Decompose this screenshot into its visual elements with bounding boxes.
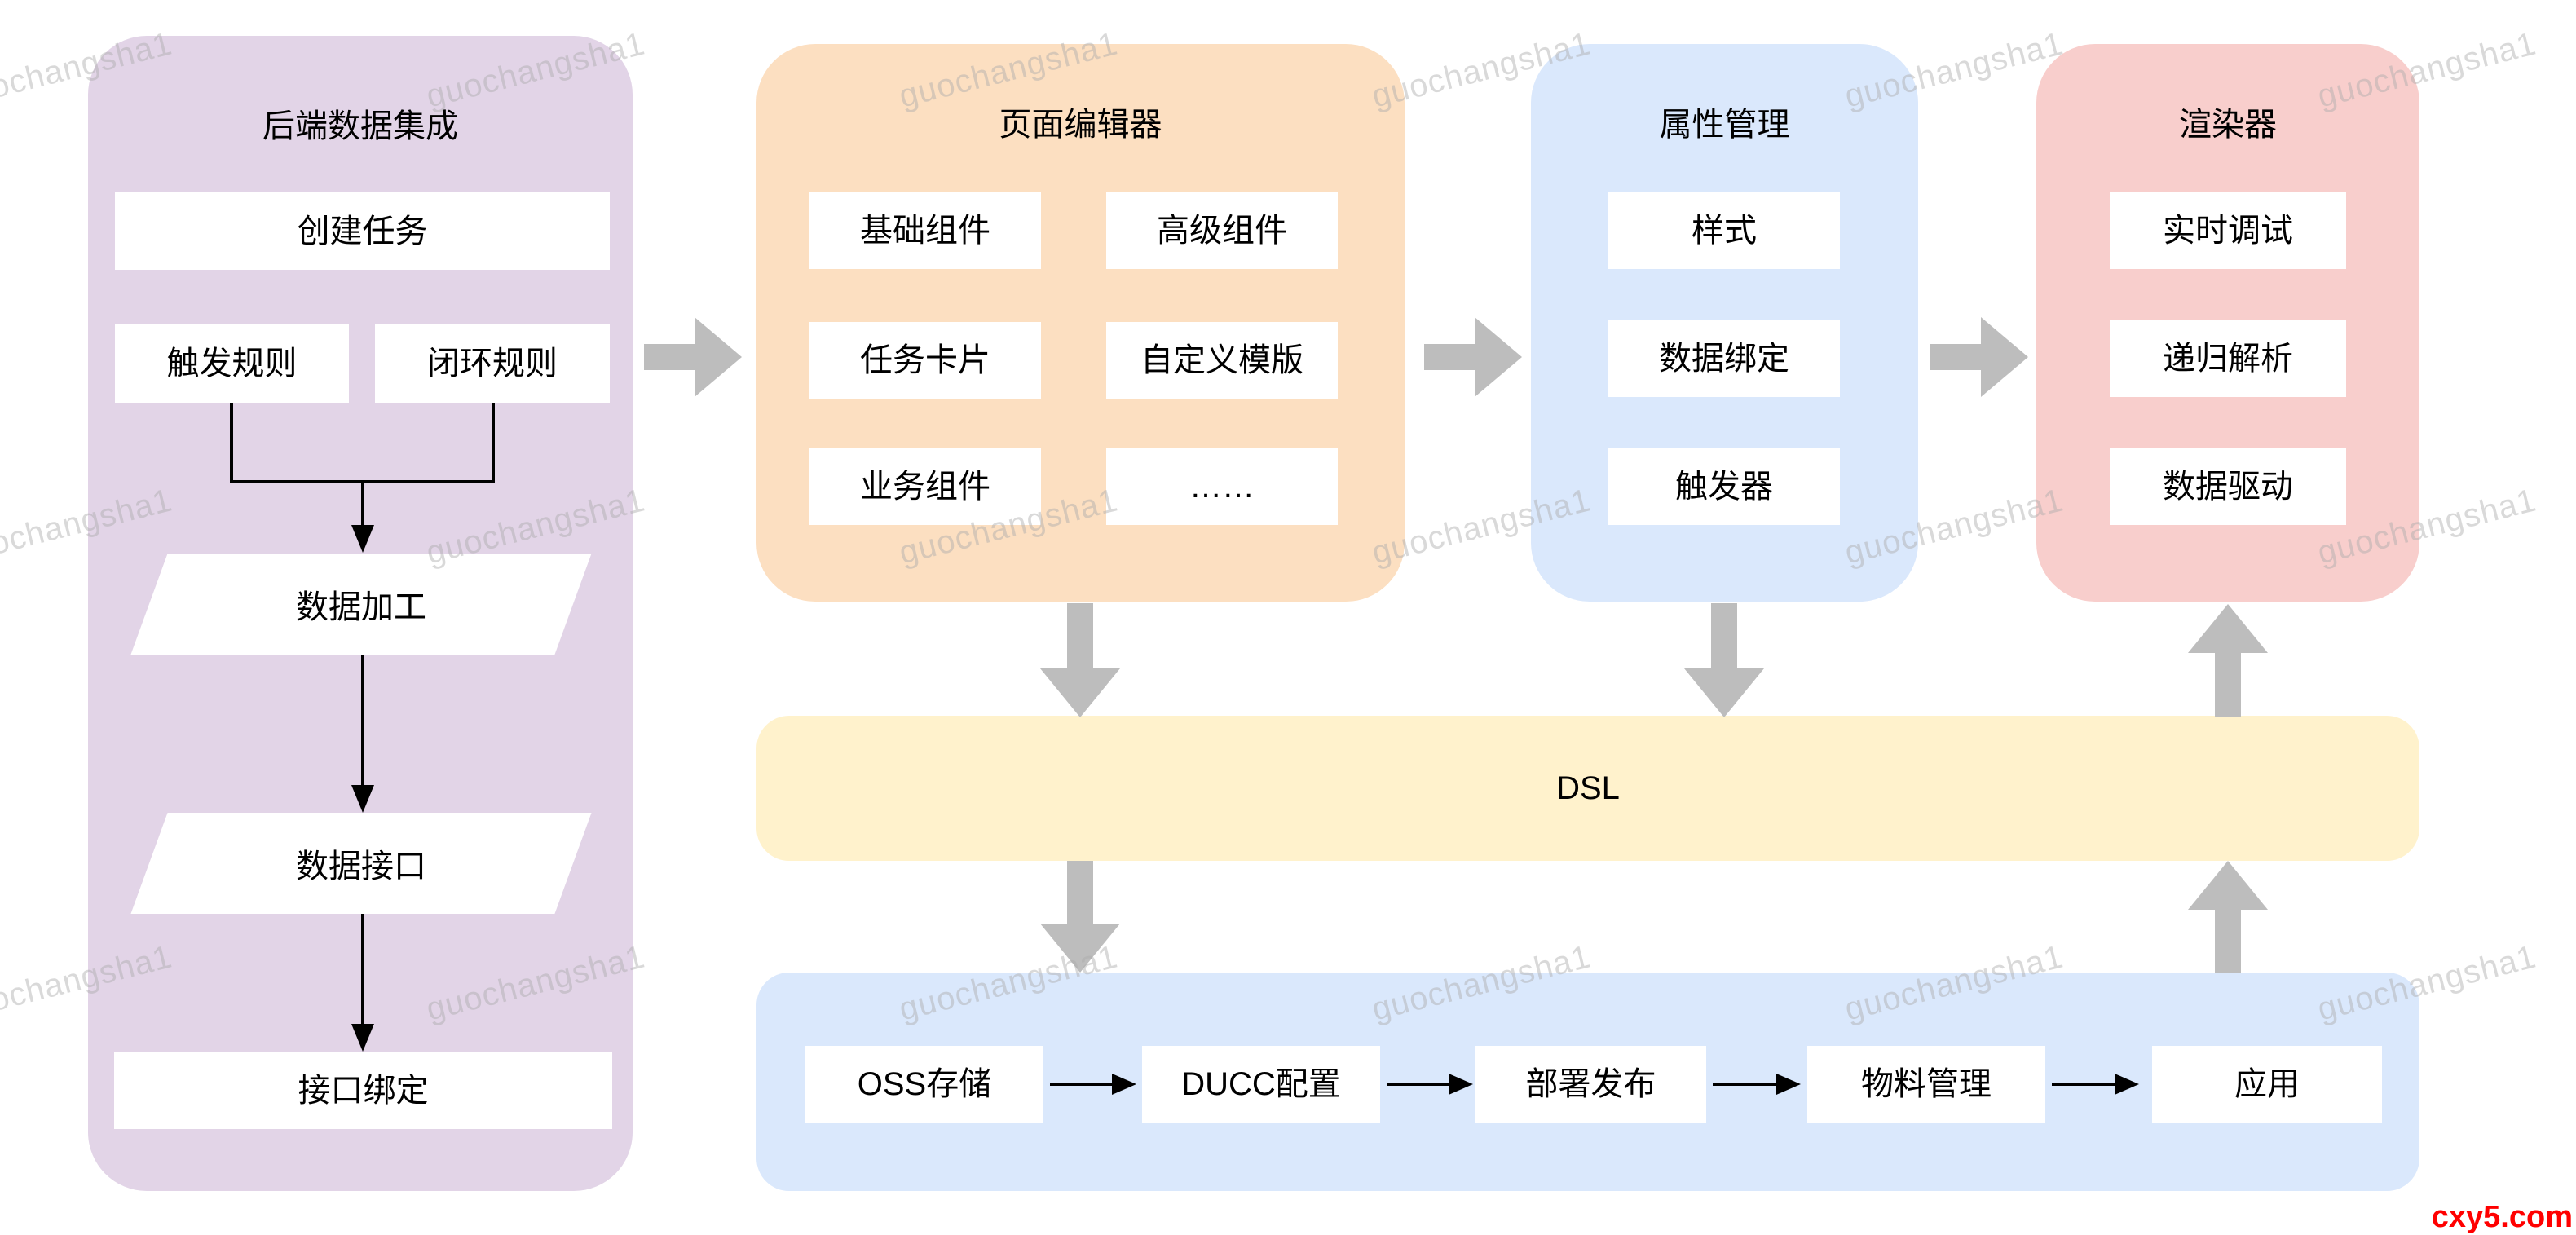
node-realtime-debug: 实时调试: [2110, 192, 2346, 269]
dsl-label: DSL: [1556, 770, 1620, 806]
arrow-dsl-to-publish: [1040, 861, 1120, 973]
arrow-backend-to-editor: [644, 317, 742, 397]
arrowhead-to-material: [1776, 1074, 1801, 1095]
connector-material-to-app: [2052, 1083, 2115, 1086]
panel-page-editor: 页面编辑器 基础组件 高级组件 任务卡片 自定义模版 业务组件 ……: [756, 44, 1405, 602]
arrowhead-to-interface-binding: [351, 1024, 374, 1052]
arrow-editor-to-props: [1424, 317, 1522, 397]
node-application: 应用: [2152, 1046, 2382, 1123]
dsl-bar: DSL: [756, 716, 2419, 861]
editor-panel-title: 页面编辑器: [999, 107, 1162, 143]
arrowhead-to-app: [2115, 1074, 2139, 1095]
connector-merge-down: [361, 480, 364, 527]
panel-renderer: 渲染器 实时调试 递归解析 数据驱动: [2036, 44, 2419, 602]
node-ducc-config: DUCC配置: [1142, 1046, 1380, 1123]
panel-property-management: 属性管理 样式 数据绑定 触发器: [1531, 44, 1918, 602]
node-style: 样式: [1608, 192, 1840, 269]
node-closed-loop-rule: 闭环规则: [375, 324, 610, 403]
node-business-components: 业务组件: [809, 448, 1041, 525]
connector-trigger-down: [230, 403, 233, 483]
node-custom-template: 自定义模版: [1106, 322, 1338, 399]
arrowhead-to-data-interface: [351, 785, 374, 813]
node-advanced-components: 高级组件: [1106, 192, 1338, 269]
connector-oss-to-ducc: [1050, 1083, 1112, 1086]
node-data-driven: 数据驱动: [2110, 448, 2346, 525]
arrow-props-to-renderer: [1930, 317, 2028, 397]
panel-backend-data-integration: 后端数据集成 创建任务 触发规则 闭环规则 数据加工 数据接口 接口绑定: [88, 36, 633, 1191]
arrowhead-to-deploy: [1449, 1074, 1473, 1095]
node-create-task: 创建任务: [115, 192, 610, 270]
node-interface-binding: 接口绑定: [114, 1052, 612, 1129]
node-oss-storage: OSS存储: [805, 1046, 1043, 1123]
node-trigger: 触发器: [1608, 448, 1840, 525]
connector-loop-down: [492, 403, 495, 483]
arrow-dsl-to-renderer: [2188, 604, 2268, 717]
node-more-components: ……: [1106, 448, 1338, 525]
backend-panel-title: 后端数据集成: [262, 108, 458, 145]
node-task-card: 任务卡片: [809, 322, 1041, 399]
node-data-interface: 数据接口: [130, 813, 592, 914]
brand-watermark: cxy5.com: [2431, 1200, 2573, 1234]
connector-deploy-to-material: [1713, 1083, 1776, 1086]
connector-processing-to-interface: [361, 655, 364, 785]
arrowhead-to-ducc: [1112, 1074, 1136, 1095]
props-panel-title: 属性管理: [1659, 107, 1790, 143]
arrowhead-to-data-processing: [351, 525, 374, 553]
node-basic-components: 基础组件: [809, 192, 1041, 269]
node-material-management: 物料管理: [1807, 1046, 2045, 1123]
connector-ducc-to-deploy: [1387, 1083, 1449, 1086]
connector-interface-to-binding: [361, 914, 364, 1024]
node-data-processing: 数据加工: [130, 554, 592, 655]
arrow-props-to-dsl: [1684, 603, 1764, 717]
node-recursive-parse: 递归解析: [2110, 320, 2346, 397]
arrow-editor-to-dsl: [1040, 603, 1120, 717]
arrow-publish-to-dsl: [2188, 861, 2268, 973]
node-data-binding: 数据绑定: [1608, 320, 1840, 397]
panel-publish-pipeline: OSS存储 DUCC配置 部署发布 物料管理 应用: [756, 973, 2419, 1191]
node-trigger-rule: 触发规则: [115, 324, 349, 403]
renderer-panel-title: 渲染器: [2179, 107, 2277, 143]
node-deploy-release: 部署发布: [1475, 1046, 1706, 1123]
